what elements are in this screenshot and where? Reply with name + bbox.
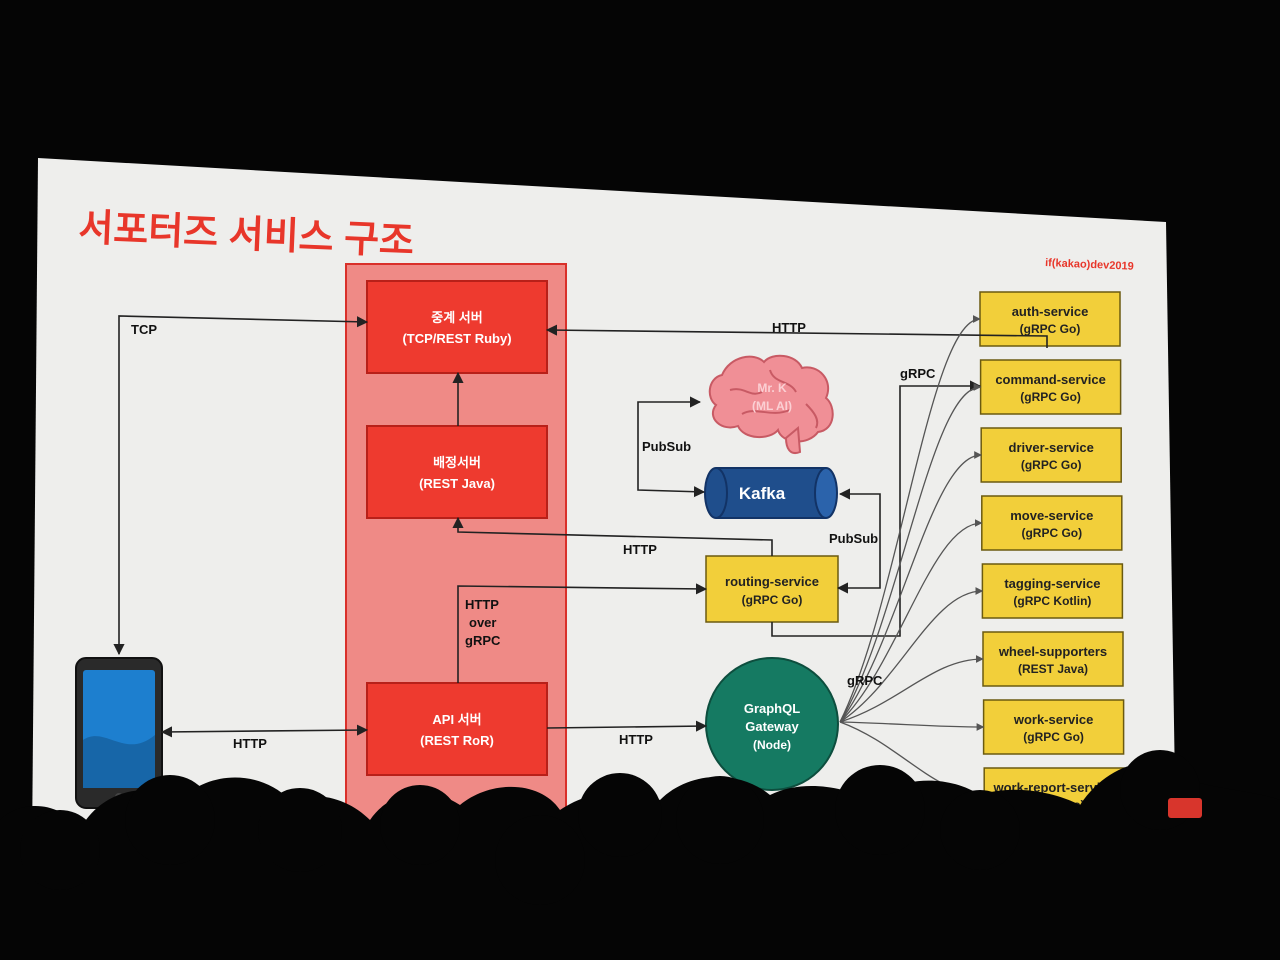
label-http-phone: HTTP bbox=[233, 736, 267, 751]
kafka-cylinder: Kafka bbox=[704, 467, 838, 519]
label-grpc-top: gRPC bbox=[900, 366, 936, 381]
gateway-line bbox=[839, 519, 983, 723]
gateway-line bbox=[839, 655, 984, 723]
dispatch-server-tech: (REST Java) bbox=[419, 476, 495, 491]
kafka-label: Kafka bbox=[739, 484, 786, 503]
phone-screen-glow bbox=[1168, 798, 1202, 818]
event-logo-text: if(kakao)dev2019 bbox=[1045, 257, 1134, 273]
label-over: over bbox=[469, 615, 496, 630]
service-tech: (gRPC Kotlin) bbox=[1013, 594, 1091, 608]
api-server-tech: (REST RoR) bbox=[420, 733, 494, 748]
relay-server-tech: (TCP/REST Ruby) bbox=[402, 331, 511, 346]
service-name: wheel-supporters bbox=[998, 644, 1107, 659]
label-pubsub-right: PubSub bbox=[829, 531, 878, 546]
microservice-list: auth-service (gRPC Go) command-service (gRP… bbox=[979, 291, 1125, 823]
label-grpc-over: gRPC bbox=[465, 633, 501, 648]
service-box-1: command-service (gRPC Go) bbox=[979, 359, 1122, 415]
gateway-line bbox=[839, 315, 981, 723]
relay-server-box: 중계 서버 (TCP/REST Ruby) bbox=[366, 280, 548, 374]
service-name: command-service bbox=[995, 372, 1106, 387]
api-server-box: API 서버 (REST RoR) bbox=[366, 682, 548, 776]
routing-service-tech: (gRPC Go) bbox=[742, 593, 803, 607]
service-name: auth-service bbox=[1012, 304, 1089, 319]
service-box-5: wheel-supporters (REST Java) bbox=[982, 631, 1124, 687]
brain-icon: Mr. K (ML AI) bbox=[708, 354, 834, 454]
service-tech: (gRPC Go) bbox=[1020, 390, 1081, 404]
gateway-line bbox=[839, 587, 984, 723]
service-tech: (REST Java) bbox=[1018, 662, 1088, 676]
gateway-line1: GraphQL bbox=[744, 701, 800, 716]
service-tech: (gRPC Go) bbox=[1021, 458, 1082, 472]
service-box-0: auth-service (gRPC Go) bbox=[979, 291, 1121, 347]
service-box-4: tagging-service (gRPC Kotlin) bbox=[981, 563, 1124, 619]
service-tech: (gRPC Go) bbox=[1021, 526, 1082, 540]
graphql-gateway-circle: GraphQL Gateway (Node) bbox=[705, 657, 839, 791]
label-tcp: TCP bbox=[131, 322, 157, 337]
service-tech: (gRPC Go) bbox=[1020, 322, 1081, 336]
service-name: driver-service bbox=[1009, 440, 1094, 455]
routing-service-box: routing-service (gRPC Go) bbox=[705, 555, 839, 623]
mrk-sub: (ML AI) bbox=[752, 399, 792, 413]
service-name: work-service bbox=[1013, 712, 1094, 727]
dispatch-server-box: 배정서버 (REST Java) bbox=[366, 425, 548, 519]
phone-icon bbox=[75, 657, 163, 809]
service-box-6: work-service (gRPC Go) bbox=[982, 699, 1125, 755]
label-http-over: HTTP bbox=[465, 597, 499, 612]
connection-lines bbox=[113, 315, 1048, 738]
gateway-line bbox=[839, 451, 982, 723]
routing-service-name: routing-service bbox=[725, 574, 819, 589]
label-http-routing: HTTP bbox=[623, 542, 657, 557]
service-box-3: move-service (gRPC Go) bbox=[981, 495, 1123, 551]
api-server-name: API 서버 bbox=[432, 712, 481, 727]
label-http-gateway: HTTP bbox=[619, 732, 653, 747]
service-tech: (gRPC Go) bbox=[1023, 730, 1084, 744]
label-pubsub-left: PubSub bbox=[642, 439, 691, 454]
dispatch-server-name: 배정서버 bbox=[433, 455, 481, 470]
label-grpc-gateway: gRPC bbox=[847, 673, 883, 688]
mrk-name: Mr. K bbox=[757, 381, 787, 395]
gateway-line3: (Node) bbox=[753, 738, 791, 752]
service-name: move-service bbox=[1010, 508, 1093, 523]
label-http-top: HTTP bbox=[772, 320, 806, 335]
service-box-2: driver-service (gRPC Go) bbox=[980, 427, 1122, 483]
relay-server-name: 중계 서버 bbox=[431, 310, 482, 325]
gateway-line bbox=[839, 383, 982, 723]
service-name: tagging-service bbox=[1004, 576, 1100, 591]
gateway-line bbox=[839, 721, 985, 731]
gateway-line2: Gateway bbox=[745, 719, 799, 734]
